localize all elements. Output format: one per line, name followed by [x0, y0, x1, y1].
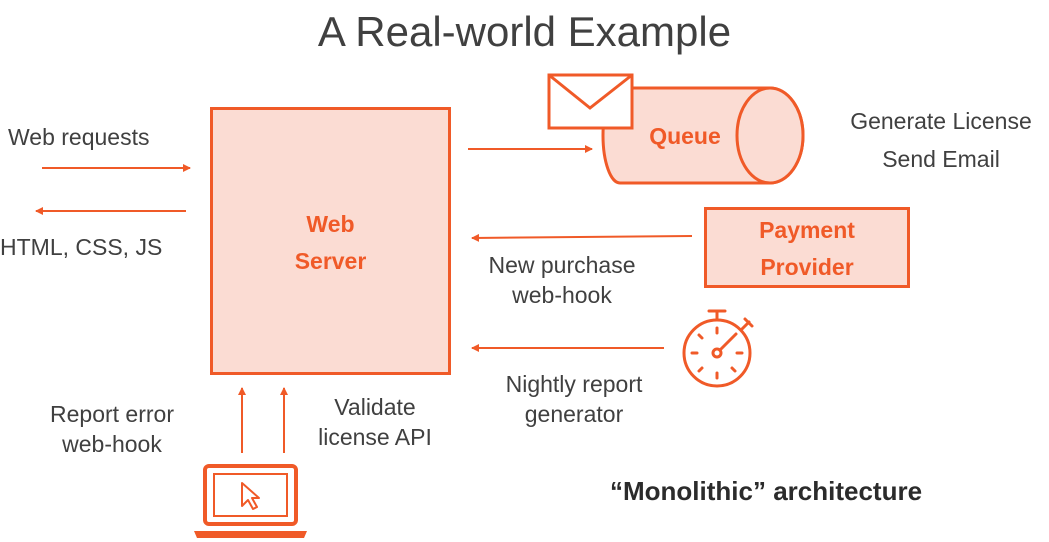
stopwatch-icon	[682, 309, 754, 388]
laptop-icon	[194, 464, 307, 538]
generate-license-text: Generate License	[850, 108, 1032, 134]
queue-label: Queue	[649, 123, 721, 149]
new-purchase-line2: web-hook	[512, 282, 612, 308]
envelope-icon	[547, 73, 634, 130]
html-css-js-label: HTML, CSS, JS	[0, 234, 163, 260]
report-error-label: Report error web-hook	[22, 399, 202, 459]
web-server-line2: Server	[294, 248, 367, 274]
validate-license-label: Validate license API	[290, 392, 460, 452]
new-purchase-label: New purchase web-hook	[462, 250, 662, 310]
nightly-report-label: Nightly report generator	[474, 369, 674, 429]
new-purchase-line1: New purchase	[488, 252, 636, 278]
page-title: A Real-world Example	[317, 8, 732, 55]
web-server-line1: Web	[306, 211, 355, 237]
web-server-label: Web Server	[210, 206, 451, 280]
nightly-report-line1: Nightly report	[505, 371, 643, 397]
report-error-line1: Report error	[50, 401, 174, 427]
nightly-report-line2: generator	[524, 401, 624, 427]
cursor-icon	[241, 482, 260, 510]
validate-line2: license API	[318, 424, 432, 450]
payment-provider-line2: Provider	[760, 254, 854, 280]
queue-tasks: Generate License Send Email	[826, 102, 1049, 178]
send-email-text: Send Email	[882, 146, 1000, 172]
architecture-caption: “Monolithic” architecture	[610, 476, 923, 506]
validate-line1: Validate	[334, 394, 416, 420]
payment-provider-label: Payment Provider	[704, 212, 910, 286]
purchase-webhook-arrow	[471, 233, 693, 242]
web-requests-label: Web requests	[8, 124, 150, 150]
payment-provider-line1: Payment	[759, 217, 855, 243]
web-server-box	[210, 107, 451, 375]
report-error-line2: web-hook	[62, 431, 162, 457]
payment-provider-box	[704, 207, 910, 288]
